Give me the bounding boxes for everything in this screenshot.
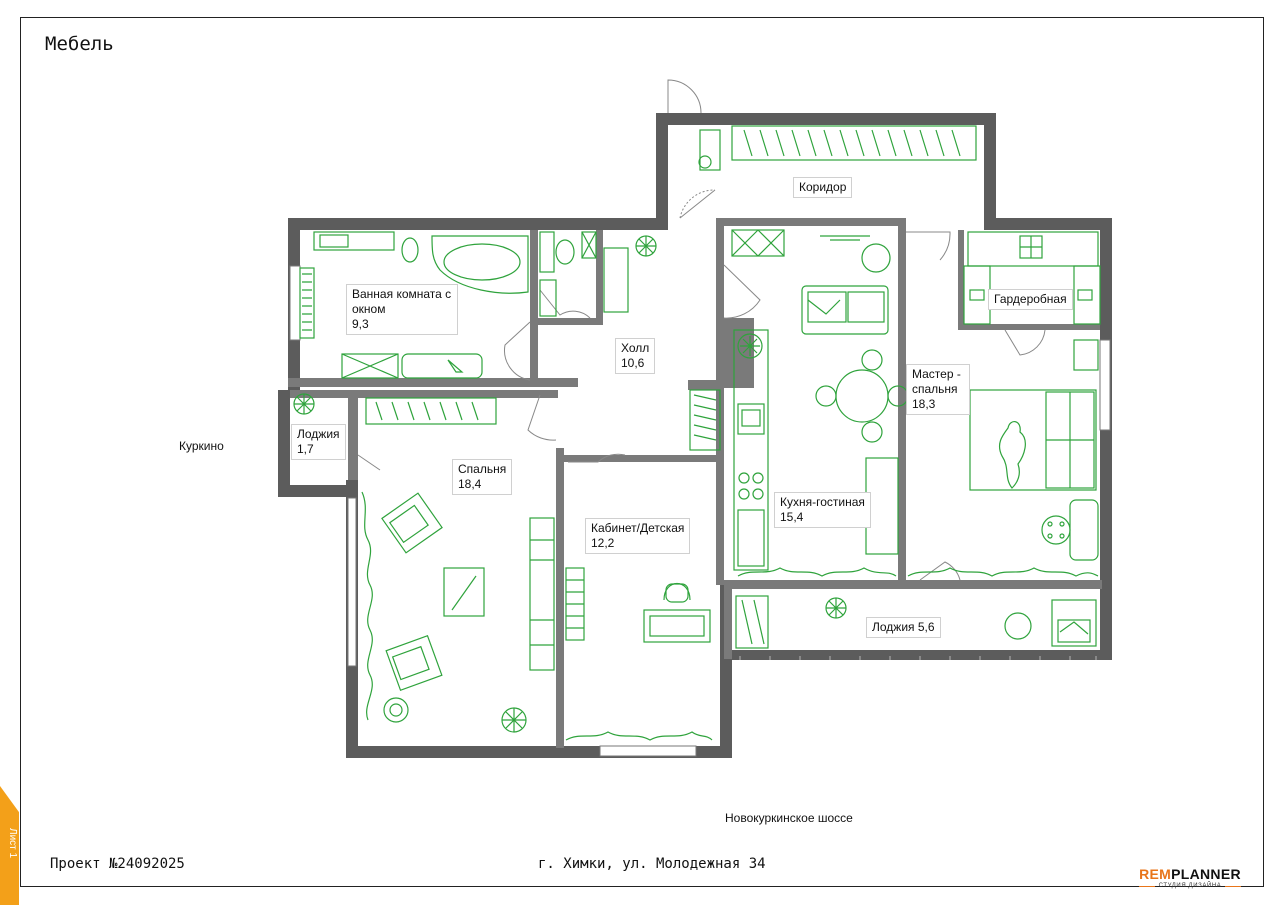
room-name: Спальня	[458, 462, 507, 476]
room-label-loggia-small: Лоджия 1,7	[291, 424, 346, 460]
room-label-loggia-large: Лоджия 5,6	[866, 617, 941, 638]
logo-accent: REM	[1139, 866, 1172, 882]
room-label-kitchen: Кухня-гостиная 15,4	[774, 492, 871, 528]
furniture	[293, 125, 1101, 741]
street-label-south: Новокуркинское шоссе	[725, 811, 853, 825]
room-name: Ванная комната с окном	[352, 287, 452, 316]
room-area: 18,4	[458, 477, 482, 491]
room-label-wardrobe: Гардеробная	[988, 289, 1073, 310]
project-number: Проект №24092025	[50, 856, 185, 872]
room-label-bedroom: Спальня 18,4	[452, 459, 513, 495]
room-label-master-bedroom: Мастер - спальня 18,3	[906, 364, 970, 415]
room-label-corridor: Коридор	[793, 177, 853, 198]
exterior-walls	[278, 113, 1112, 758]
doors	[357, 79, 1046, 581]
interior-walls	[288, 218, 1102, 748]
room-name: Кабинет/Детская	[591, 521, 685, 535]
windows	[289, 265, 1111, 757]
logo-rest: PLANNER	[1171, 866, 1241, 882]
room-area: 9,3	[352, 317, 369, 331]
sheet-tab[interactable]	[0, 786, 19, 905]
room-area: 18,3	[912, 397, 936, 411]
room-label-study: Кабинет/Детская 12,2	[585, 518, 691, 554]
studio-logo: REMPLANNER СТУДИЯ ДИЗАЙНА	[1130, 866, 1250, 890]
room-area: 10,6	[621, 356, 645, 370]
room-area: 1,7	[297, 442, 314, 456]
room-name: Лоджия	[297, 427, 340, 441]
sheet-tab-label: Лист 1	[7, 828, 18, 859]
room-label-hall: Холл 10,6	[615, 338, 656, 374]
room-name: Лоджия 5,6	[872, 620, 935, 634]
logo-tagline: СТУДИЯ ДИЗАЙНА	[1130, 882, 1250, 890]
room-name: Коридор	[799, 180, 847, 194]
project-address: г. Химки, ул. Молодежная 34	[538, 856, 766, 872]
room-area: 15,4	[780, 510, 804, 524]
room-name: Холл	[621, 341, 650, 355]
sheet-frame	[20, 17, 1264, 887]
sheet-title: Мебель	[45, 33, 114, 55]
logo-wordmark: REMPLANNER	[1130, 866, 1250, 882]
room-area: 12,2	[591, 536, 615, 550]
room-label-bathroom: Ванная комната с окном 9,3	[346, 284, 458, 335]
room-name: Гардеробная	[994, 292, 1067, 306]
loggia-railing	[739, 656, 1097, 660]
street-label-west: Куркино	[179, 439, 224, 453]
room-name: Мастер - спальня	[912, 367, 961, 396]
room-name: Кухня-гостиная	[780, 495, 865, 509]
logo-tagline-text: СТУДИЯ ДИЗАЙНА	[1158, 883, 1222, 889]
